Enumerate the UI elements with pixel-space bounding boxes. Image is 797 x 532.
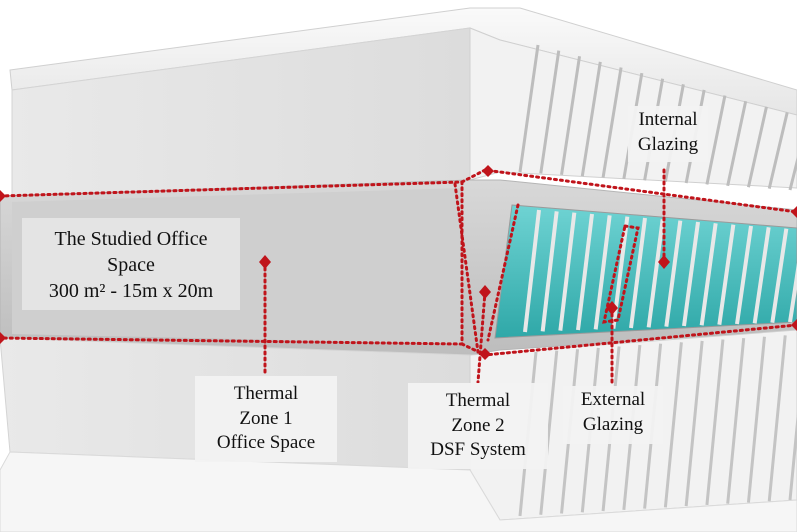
tz1-line-3: Office Space [216,432,316,454]
marker-tz2 [479,285,491,299]
external-glazing-label: External Glazing [563,386,663,444]
lower-fin [663,342,683,508]
glazing-mullion [735,225,753,325]
ext-line-2: Glazing [582,413,644,435]
glazing-mullion [593,215,612,330]
thermal-zone-1-label: Thermal Zone 1 Office Space [195,376,337,462]
lower-fin [767,335,787,502]
upper-fin [726,100,748,187]
marker-ext [606,301,618,315]
tz1-line-2: Zone 1 [239,407,293,429]
external-glazing-outline [602,224,640,324]
tz2-line-3: DSF System [430,439,526,461]
marker-bottom-corner [479,348,491,360]
lower-fin [705,339,725,506]
upper-fin [518,44,540,173]
upper-fin [788,155,797,191]
glazing-mullion [540,211,559,332]
upper-fin [601,67,623,178]
glazing-mullion [788,262,797,323]
studied-office-line-3: 300 m² - 15m x 20m [48,280,214,302]
marker-office [259,255,271,269]
marker-top-corner [482,165,494,177]
glazing-mullion [558,212,577,331]
upper-fin [560,56,582,175]
tz2-line-1: Thermal [445,390,511,411]
lower-fin [726,338,746,504]
glazing-mullions [523,209,797,333]
upper-fin [746,106,768,188]
office-outline [0,180,464,346]
int-line-1: Internal [638,109,698,130]
dsf-inner-edge [453,182,480,354]
marker-right-top [791,206,797,218]
ext-line-1: External [580,389,646,410]
marker-right-bottom [791,319,797,331]
marker-left-bottom [0,332,6,344]
leader-tz2 [476,290,487,384]
glazing-mullion [717,224,736,325]
glazing-mullion [523,209,541,333]
annotation-markers [0,165,797,360]
upper-fin [580,61,602,177]
glazing-mullion [576,213,594,331]
lower-fin [684,340,704,507]
marker-left-top [0,190,6,202]
upper-fin [539,50,561,174]
studied-office-line-1: The Studied Office [54,228,208,250]
lower-fin [539,350,559,515]
glazing-mullion [752,227,771,324]
lower-fin [746,336,766,503]
glazing-mullion [682,221,700,327]
internal-glazing-label: Internal Glazing [628,106,708,162]
glazing-mullion [646,219,665,328]
studied-office-label: The Studied Office Space 300 m² - 15m x … [22,218,240,310]
studied-office-line-2: Space [107,254,155,276]
int-line-2: Glazing [637,133,699,155]
upper-fin [705,95,727,185]
tz2-line-2: Zone 2 [451,414,505,436]
ground-slab [0,451,797,532]
glazing-mullion [664,220,683,327]
thermal-zone-2-label: Thermal Zone 2 DSF System [408,383,548,469]
glazing-mullion [699,223,718,326]
lower-fin [788,411,797,501]
dsf-outer-edge [486,203,520,342]
tz1-line-1: Thermal [233,383,299,404]
glazing-mullion [770,228,789,323]
upper-fin [767,112,789,189]
marker-int [658,255,670,269]
glazing-mullion [629,217,647,329]
